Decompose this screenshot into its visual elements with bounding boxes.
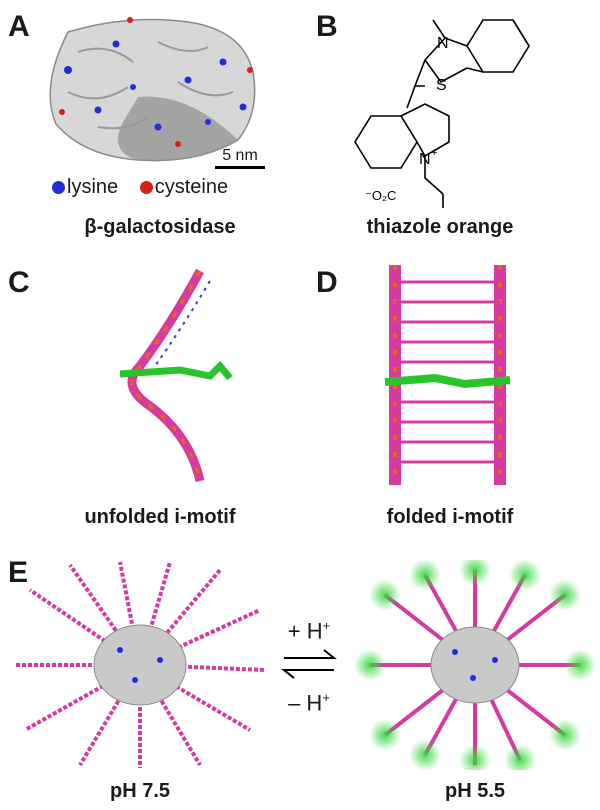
protein-core <box>430 626 520 704</box>
residue-legend: lysine cysteine <box>52 176 244 199</box>
cysteine-markers <box>59 17 253 147</box>
scale-bar-line <box>215 166 265 169</box>
conjugate-ph-5-5 <box>355 560 595 770</box>
atom-carboxylate: ⁻O₂C <box>365 188 396 203</box>
atom-n-methyl: N <box>437 35 449 52</box>
equilibrium-arrows: + H+ – H+ <box>272 618 346 717</box>
scale-bar: 5 nm <box>200 147 280 169</box>
atom-sulfur: S <box>436 77 447 94</box>
caption-unfolded-i-motif: unfolded i-motif <box>84 506 236 528</box>
atom-charge: + <box>431 147 437 159</box>
unfolded-i-motif-model <box>119 268 233 483</box>
caption-thiazole-orange: thiazole orange <box>366 216 514 238</box>
fluorescent-glow <box>355 560 595 770</box>
forward-label: + H+ <box>287 618 331 644</box>
atom-n-plus: N <box>419 151 431 168</box>
cysteine-swatch <box>139 181 153 194</box>
dye-molecule <box>119 360 233 381</box>
lysine-swatch <box>52 181 65 194</box>
conjugate-ph-7-5 <box>15 561 266 768</box>
scale-bar-label: 5 nm <box>222 147 258 164</box>
legend-lysine: lysine <box>52 176 118 198</box>
caption-ph-7-5: pH 7.5 <box>109 780 171 802</box>
panel-label-a: A <box>8 10 30 43</box>
equilibrium-arrow-icon <box>281 649 337 680</box>
thiazole-orange-structure: N S N + ⁻O₂C <box>354 19 530 208</box>
panel-label-d: D <box>316 266 338 299</box>
legend-cysteine: cysteine <box>139 176 228 198</box>
protein-core <box>93 624 187 706</box>
lysine-markers <box>64 40 247 131</box>
folded-i-motif-model <box>384 265 511 485</box>
beta-galactosidase-structure <box>49 17 256 162</box>
panel-label-b: B <box>316 10 338 43</box>
caption-folded-i-motif: folded i-motif <box>386 506 514 528</box>
panel-label-e: E <box>8 556 29 589</box>
dye-intercalated <box>384 373 511 389</box>
reverse-label: – H+ <box>288 690 330 716</box>
panel-label-c: C <box>8 266 30 299</box>
caption-ph-5-5: pH 5.5 <box>444 780 506 802</box>
caption-beta-galactosidase: β-galactosidase <box>84 216 236 238</box>
